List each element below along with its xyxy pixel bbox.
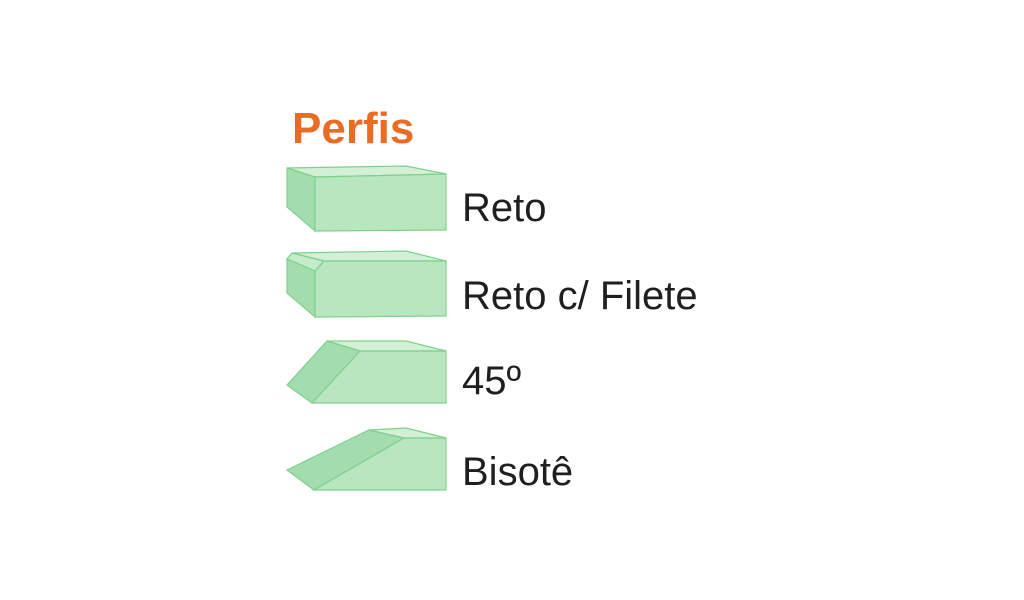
45-degree-edge-profile-icon [286, 340, 447, 404]
profile-label: Bisotê [462, 450, 574, 494]
profile-item-reto-com-filete: Reto c/ Filete [284, 245, 804, 325]
straight-edge-profile-icon [286, 165, 447, 233]
profile-label: Reto c/ Filete [462, 274, 698, 318]
bevel-edge-profile-icon [285, 427, 447, 491]
profile-item-reto: Reto [284, 160, 804, 240]
diagram-title: Perfis [292, 104, 415, 153]
straight-edge-with-fillet-profile-icon [286, 250, 447, 319]
profile-item-45-graus: 45º [284, 335, 804, 415]
profile-item-bisote: Bisotê [284, 422, 804, 502]
profile-label: 45º [462, 359, 522, 403]
profile-label: Reto [462, 186, 547, 230]
